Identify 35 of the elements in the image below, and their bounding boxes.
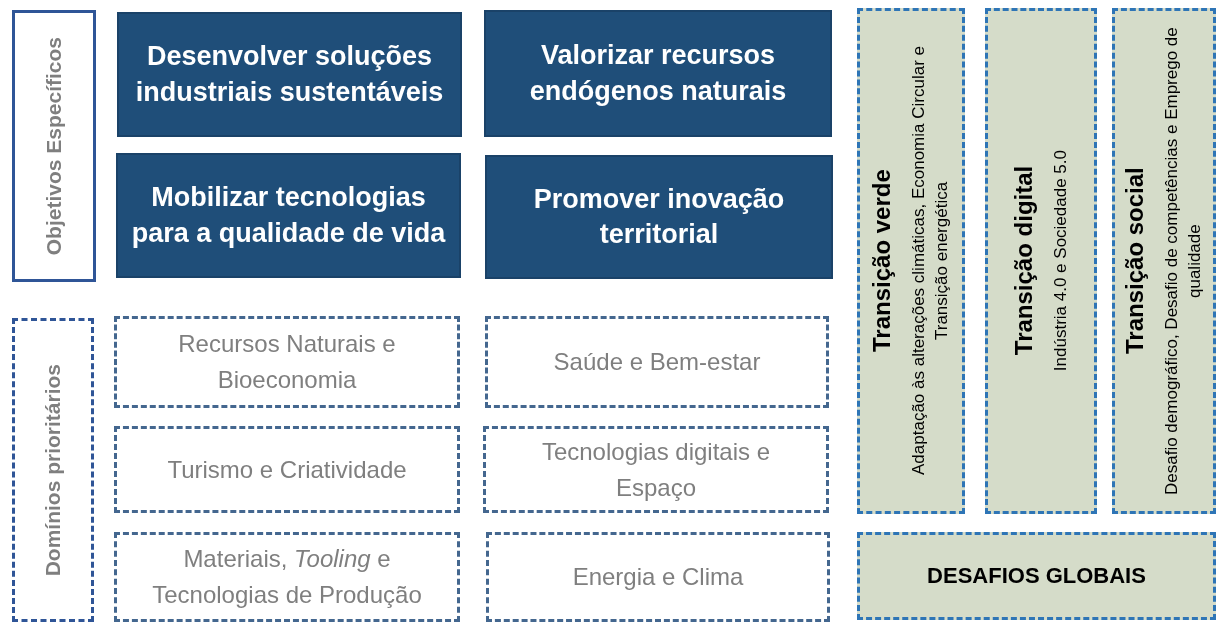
domain-text: Turismo e Criatividade — [167, 454, 407, 485]
challenge-description: Adaptação às alterações climáticas, Economia Circular e Transição energética — [908, 45, 952, 478]
domain-text: Recursos Naturais e Bioeconomia — [177, 329, 397, 395]
challenge-title: Transição verde — [867, 169, 897, 353]
domain-text: Energia e Clima — [572, 562, 744, 592]
domain-text: Tecnologias digitais e Espaço — [540, 436, 772, 503]
challenge-title: Transição digital — [1008, 166, 1038, 356]
domain-box — [486, 532, 830, 622]
objective-box — [485, 155, 833, 279]
challenge-title: DESAFIOS GLOBAIS — [927, 563, 1146, 589]
domain-box — [485, 316, 829, 408]
challenge-description: Indústria 4.0 e Sociedade 5.0 — [1049, 150, 1071, 372]
side-label-box — [12, 318, 94, 622]
challenge-title: Transição social — [1120, 167, 1150, 355]
side-label: Objetivos Específicos — [40, 36, 66, 256]
domain-box — [114, 316, 460, 408]
challenge-box — [985, 8, 1097, 514]
objective-box — [484, 10, 832, 137]
objective-text: Promover inovação territorial — [532, 182, 786, 251]
domain-box — [114, 426, 460, 513]
objective-text: Valorizar recursos endógenos naturais — [528, 39, 788, 108]
side-label: Domínios prioritários — [39, 363, 65, 577]
domain-box — [483, 426, 829, 513]
objective-text: Desenvolver soluções industriais sustentáveis — [134, 40, 445, 109]
domain-text: Saúde e Bem-estar — [553, 347, 761, 377]
challenge-box — [857, 8, 965, 514]
challenge-description: Desafio demográfico, Desafio de competências e Emprego de qualidade — [1161, 26, 1205, 497]
challenge-box — [857, 532, 1216, 620]
objective-text: Mobilizar tecnologias para a qualidade de vida — [130, 181, 447, 250]
domain-box — [114, 532, 460, 622]
domain-text: Materiais, Tooling e Tecnologias de Produção — [151, 544, 423, 610]
objective-box — [117, 12, 462, 137]
objective-box — [116, 153, 461, 278]
side-label-box — [12, 10, 96, 282]
challenge-box — [1112, 8, 1216, 514]
